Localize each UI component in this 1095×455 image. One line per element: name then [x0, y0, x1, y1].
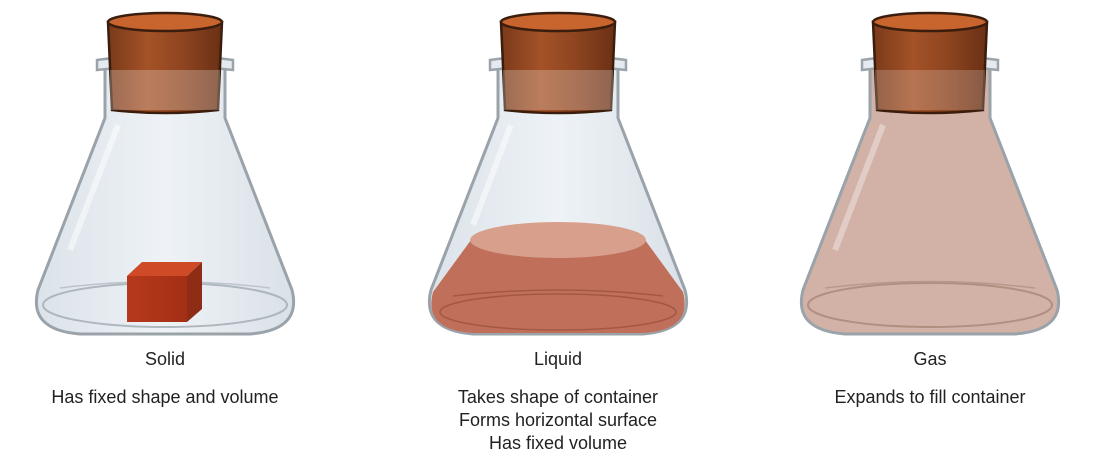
state-label-gas: Gas: [913, 349, 947, 369]
description-gas: Expands to fill container: [765, 386, 1095, 409]
description-line: Takes shape of container: [457, 387, 659, 407]
description-line: Expands to fill container: [834, 387, 1026, 407]
liquid-fill: [431, 222, 685, 333]
state-label-liquid: Liquid: [533, 349, 583, 369]
panel-gas: Gas Expands to fill container: [765, 0, 1095, 452]
description-solid: Has fixed shape and volume: [0, 386, 330, 409]
state-label-solid: Solid: [144, 349, 186, 369]
description-liquid: Takes shape of container Forms horizonta…: [393, 386, 723, 455]
panel-liquid: Liquid Takes shape of container Forms ho…: [393, 0, 723, 455]
gas-flask-illustration: [799, 11, 1061, 336]
gas-fill: [799, 60, 1061, 336]
liquid-flask-illustration: [427, 11, 689, 336]
panel-solid: Solid Has fixed shape and volume: [0, 0, 330, 452]
description-line: Has fixed shape and volume: [51, 387, 279, 407]
solid-flask-illustration: [34, 11, 296, 336]
description-line: Has fixed volume: [488, 433, 628, 453]
solid-cube: [127, 262, 202, 322]
description-line: Forms horizontal surface: [458, 410, 658, 430]
